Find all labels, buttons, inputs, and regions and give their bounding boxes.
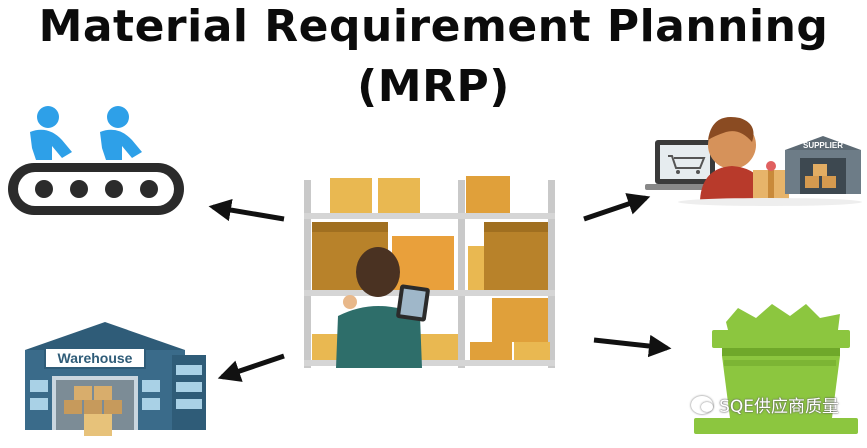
flow-arrows bbox=[208, 193, 672, 382]
watermark: SQE供应商质量 bbox=[691, 392, 839, 417]
arrow-to-customer bbox=[583, 193, 651, 222]
title-line-1: Material Requirement Planning bbox=[38, 1, 829, 52]
supplier-label: SUPPLIER bbox=[803, 141, 843, 150]
arrow-to-production bbox=[208, 198, 285, 222]
warehouse-icon: Warehouse bbox=[25, 322, 206, 436]
production-workers-icon bbox=[8, 106, 184, 215]
watermark-text: SQE供应商质量 bbox=[719, 397, 839, 417]
title-line-2: (MRP) bbox=[357, 61, 510, 112]
inventory-shelf-icon bbox=[304, 176, 555, 368]
wechat-icon bbox=[691, 395, 714, 414]
arrow-to-warehouse bbox=[217, 353, 285, 382]
warehouse-label: Warehouse bbox=[58, 350, 133, 366]
customer-purchase-icon: SUPPLIER bbox=[645, 116, 862, 206]
waste-bin-icon bbox=[694, 304, 858, 434]
arrow-to-bin bbox=[593, 334, 672, 358]
